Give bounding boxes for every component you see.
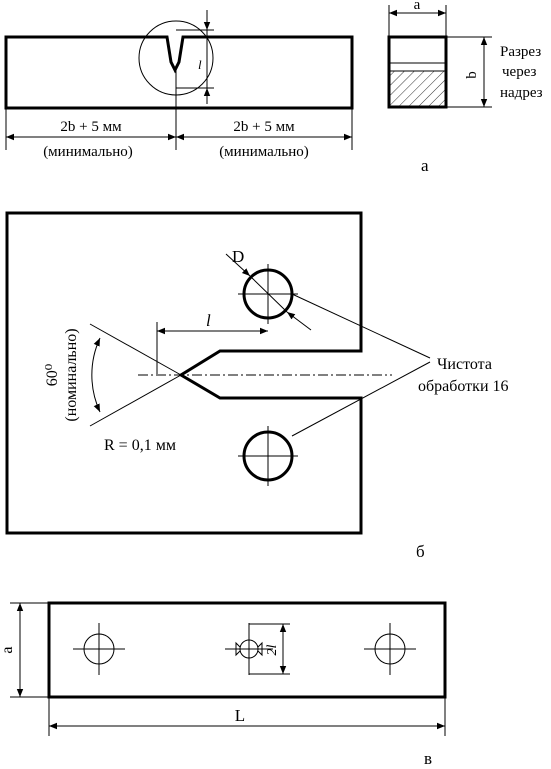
crack-length-label: 2l bbox=[265, 644, 280, 655]
span-dimension-right: 2b + 5 мм (минимально) bbox=[176, 119, 352, 160]
caption-b: б bbox=[416, 542, 425, 561]
section-height-label: b bbox=[464, 71, 480, 79]
figure-a: l 2b + 5 мм (минимально) 2b + 5 мм (мини… bbox=[4, 0, 543, 175]
section-note-line3: надрез bbox=[500, 85, 543, 101]
plate-length-label: L bbox=[235, 706, 245, 725]
span-left-label: 2b + 5 мм bbox=[60, 119, 122, 135]
section-note-line1: Разрез bbox=[500, 44, 541, 60]
radius-label: R = 0,1 мм bbox=[104, 437, 176, 454]
span-right-label: 2b + 5 мм bbox=[233, 119, 295, 135]
center-crack bbox=[235, 641, 263, 657]
section-outline bbox=[387, 35, 448, 109]
caption-a: а bbox=[421, 156, 429, 175]
angle-label: 60⁰ bbox=[44, 364, 61, 386]
hole-diameter-dimension: D bbox=[225, 247, 312, 331]
finish-line1: Чистота bbox=[437, 356, 492, 373]
notched-bar-outline bbox=[4, 35, 354, 110]
span-left-note: (минимально) bbox=[43, 144, 133, 160]
span-dimension-left: 2b + 5 мм (минимально) bbox=[6, 119, 176, 160]
span-right-note: (минимально) bbox=[219, 144, 309, 160]
notch-depth-dimension: l bbox=[176, 10, 214, 104]
compact-specimen-outline bbox=[5, 211, 363, 535]
cross-section: a b Разрез через надрез bbox=[387, 0, 543, 109]
figure-c: 2l a L в bbox=[0, 601, 447, 768]
finish-line2: обработки 16 bbox=[418, 378, 509, 395]
notch-length-dimension: l bbox=[156, 311, 268, 374]
figure-b: D l 60⁰ (номинально) R = 0,1 мм Чистота … bbox=[5, 211, 509, 561]
notch-length-label: l bbox=[206, 311, 211, 330]
plate-outline bbox=[47, 601, 447, 699]
notch-angle-dimension: 60⁰ (номинально) bbox=[44, 323, 182, 427]
hole-diameter-label: D bbox=[232, 247, 244, 266]
plate-height-label: a bbox=[0, 646, 16, 653]
notch-depth-label: l bbox=[198, 57, 202, 72]
section-width-label: a bbox=[414, 0, 421, 13]
caption-c: в bbox=[424, 749, 432, 768]
angle-note: (номинально) bbox=[63, 328, 80, 421]
section-note-line2: через bbox=[502, 64, 537, 80]
